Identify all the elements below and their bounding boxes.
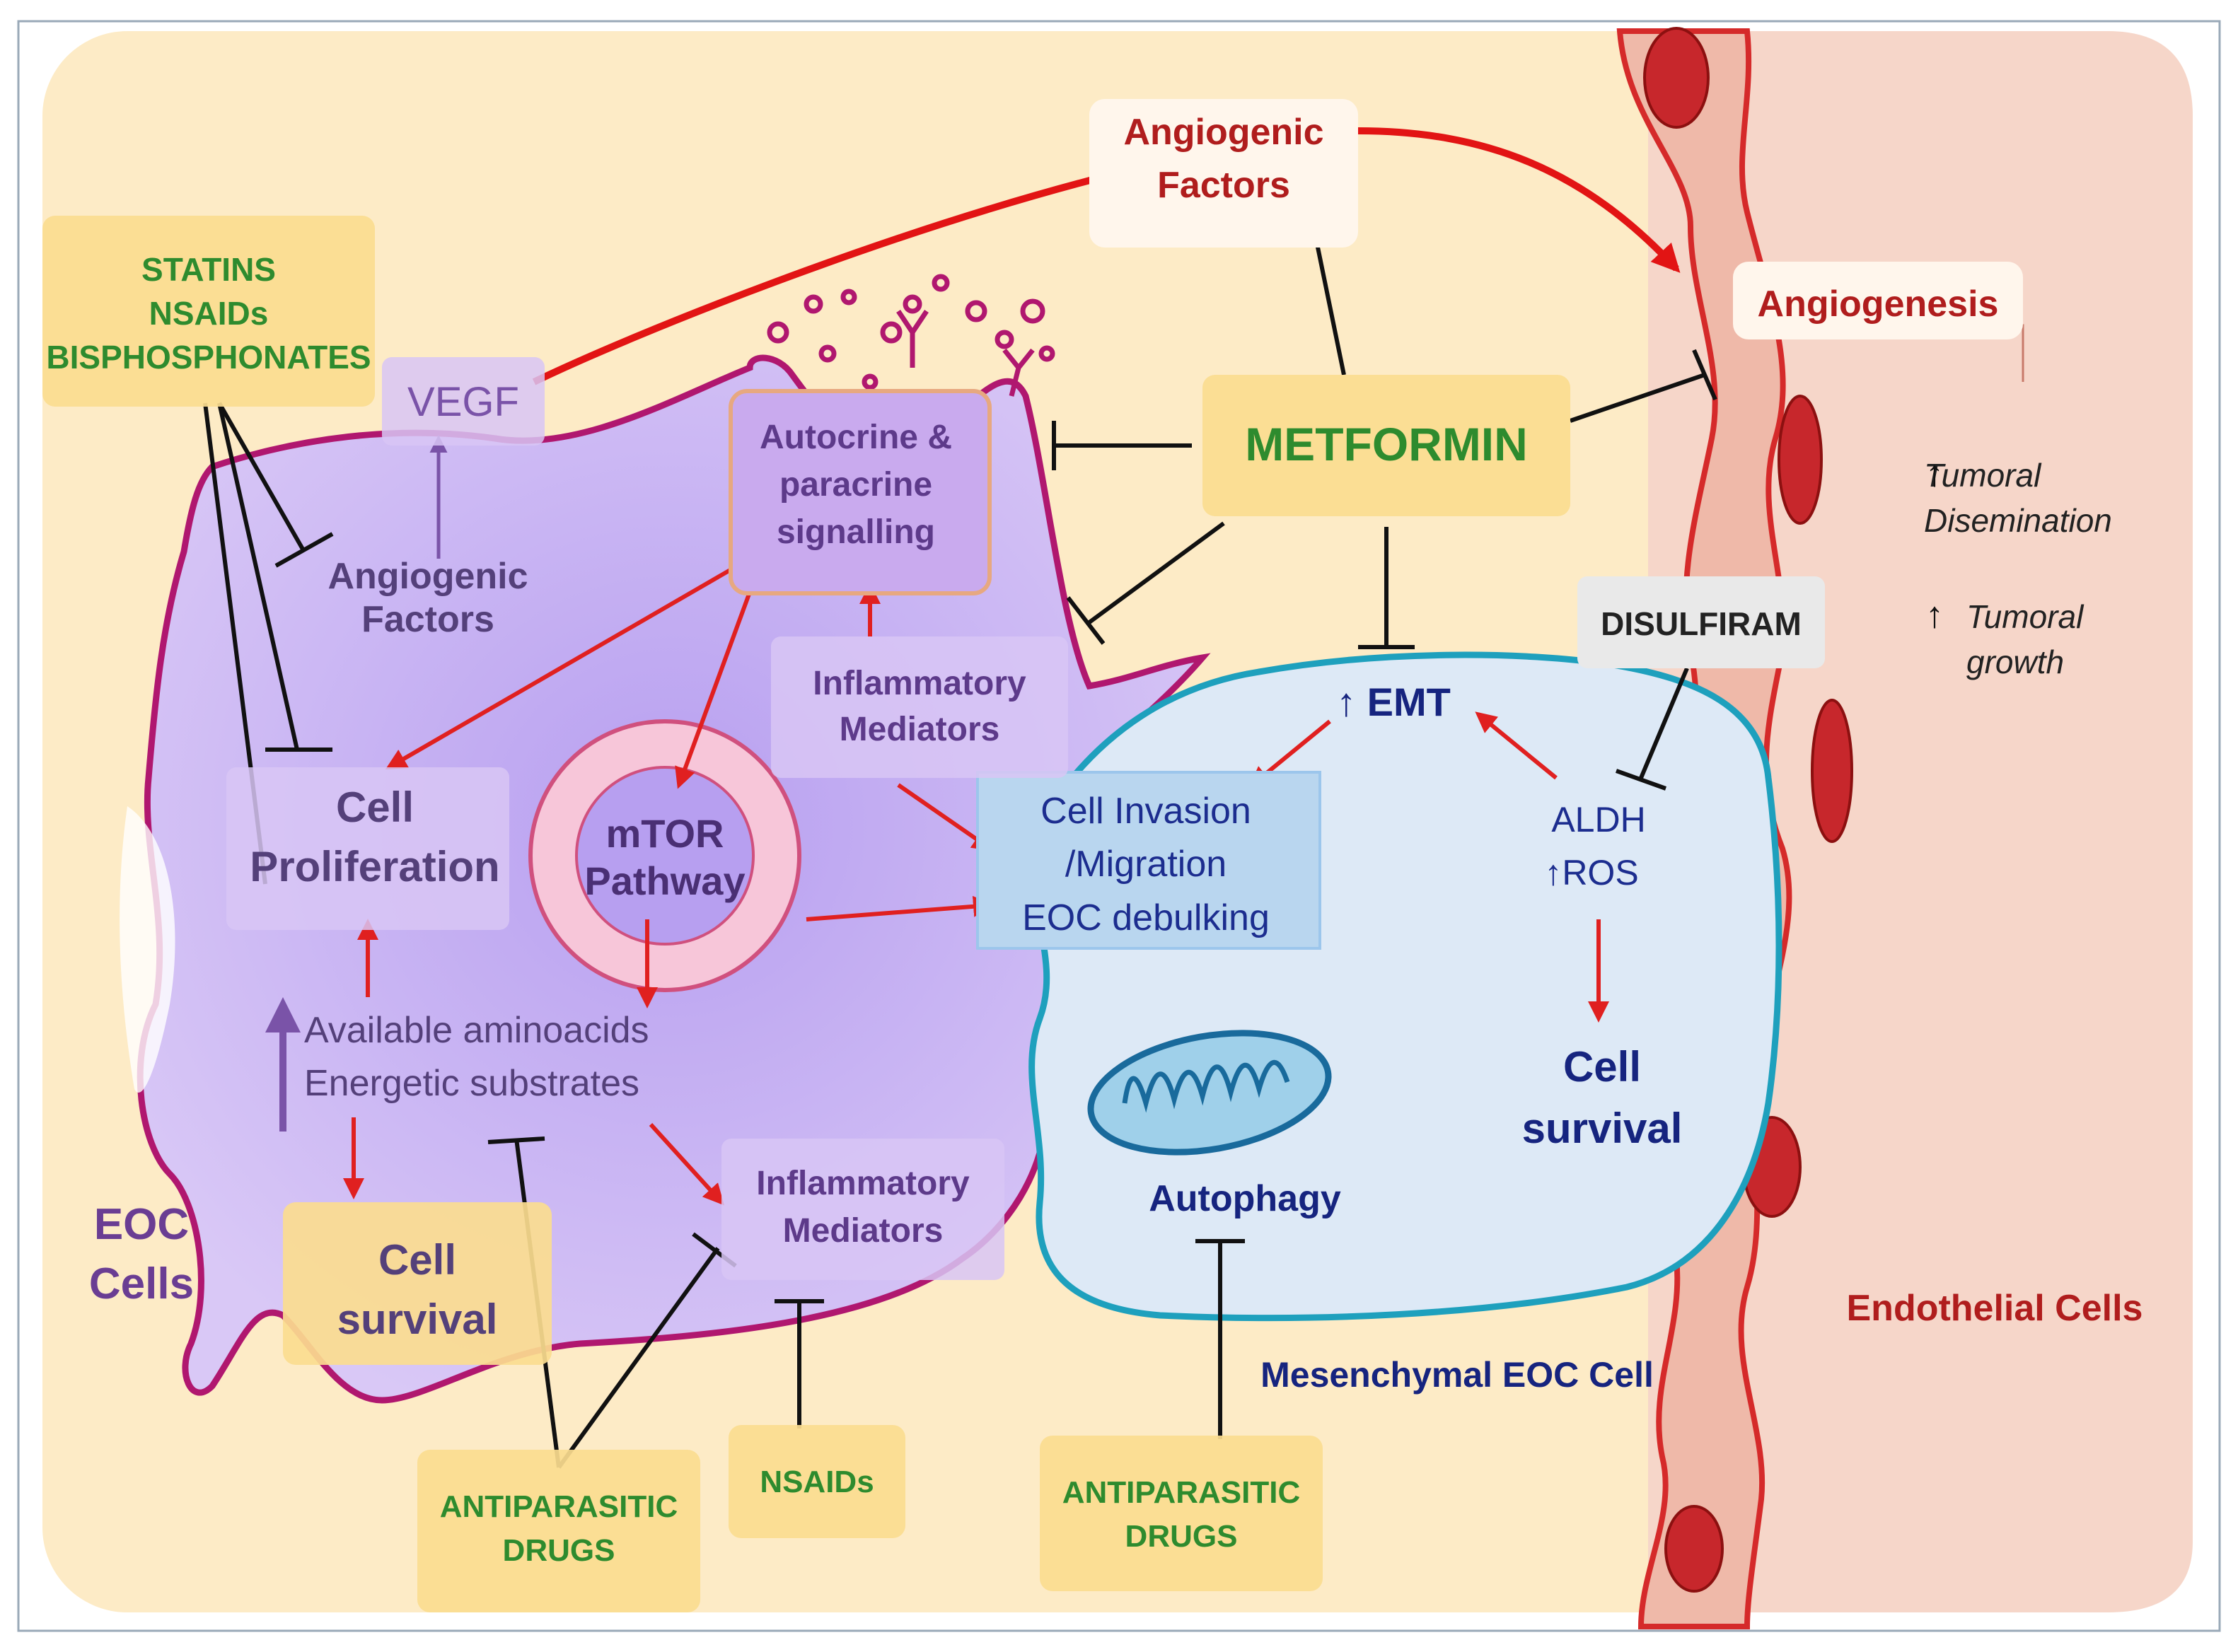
inflammatory-bottom-box (721, 1139, 1004, 1280)
arrow-vegf-to-angiogenic (532, 173, 1105, 385)
nsaids-box (729, 1425, 905, 1538)
vegf-box (382, 357, 545, 446)
cell-survival-left-label: Cell survival (337, 1236, 498, 1343)
metformin-box (1202, 375, 1570, 516)
membrane-smudge (120, 806, 175, 1093)
angiogenic-factors-label: Angiogenic Factors (327, 556, 528, 641)
up-arrow-growth-icon: ↑ (1925, 595, 1944, 636)
antiparasitic-left-box (417, 1450, 700, 1612)
arrow-mtor-to-invasion (806, 895, 995, 921)
angiogenic-factors-top-box (1089, 99, 1358, 248)
arrow-aldh-to-emt (1475, 711, 1558, 780)
angiogenesis-box (1733, 262, 2023, 339)
disulfiram-label: DISULFIRAM (1601, 605, 1802, 642)
vegf-label: VEGF (407, 379, 519, 425)
inflammatory-top-label: Inflammatory Mediators (813, 665, 1026, 748)
red-blood-cells (1643, 27, 1853, 1593)
arrow-angiogenic-to-vessel (1357, 127, 1681, 273)
endothelial-cells-label: Endothelial Cells (1846, 1288, 2143, 1329)
autocrine-box (729, 389, 992, 595)
tumoral-growth-label: Tumoral growth (1966, 598, 2084, 681)
mitochondrion (1087, 1030, 1332, 1156)
cell-proliferation-label: Cell Proliferation (250, 784, 500, 890)
receptors (896, 310, 1035, 397)
mtor-ring (528, 719, 801, 992)
up-arrow-icon: ↑ (1544, 853, 1562, 892)
up-arrow-dissemination-icon: ↑ (1925, 453, 1944, 494)
arrow-autocrine-to-proliferation (385, 557, 751, 770)
emt-label: ↑ EMT (1316, 679, 1471, 726)
tumoral-dissemination-label: Tumoral Disemination (1924, 457, 2112, 540)
disulfiram-box (1577, 576, 1825, 668)
invasion-label: Cell Invasion /Migration EOC debulking (1022, 791, 1270, 938)
metformin-label: METFORMIN (1245, 418, 1528, 470)
arrow-substrates-to-inflammatory (649, 1122, 725, 1206)
statins-box (42, 216, 375, 407)
angiogenic-factors-top-label: Angiogenic Factors (1123, 112, 1324, 206)
autocrine-label: Autocrine & paracrine signalling (759, 419, 952, 552)
antiparasitic-right-label: ANTIPARASITIC DRUGS (1062, 1475, 1301, 1554)
antiparasitic-right-box (1040, 1436, 1323, 1591)
inflammatory-top-box (771, 636, 1068, 778)
secretion-vesicles (767, 274, 1055, 390)
up-arrow-icon: ↑ (1336, 680, 1357, 724)
cell-survival-right-label: Cell survival (1521, 1043, 1683, 1152)
autophagy-label: Autophagy (1149, 1178, 1341, 1219)
activation-arrows (343, 557, 1609, 1206)
invasion-box (976, 771, 1321, 950)
mtor-label: mTOR Pathway (584, 811, 746, 904)
ros-label: ↑ROS (1544, 853, 1639, 892)
antiparasitic-left-label: ANTIPARASITIC DRUGS (439, 1489, 678, 1568)
mesenchymal-label: Mesenchymal EOC Cell (1260, 1355, 1654, 1395)
substrates-label: Available aminoacids Energetic substrate… (304, 1010, 649, 1105)
proliferation-box (226, 767, 509, 930)
cell-survival-left-box (283, 1202, 552, 1365)
arrow-inflammatory-to-invasion (897, 783, 994, 851)
nsaids-label: NSAIDs (760, 1465, 874, 1499)
aldh-label: ALDH (1551, 800, 1646, 839)
statins-label: STATINS NSAIDs BISPHOSPHONATES (46, 251, 371, 376)
frame-border (17, 20, 2221, 1632)
eoc-cells-label: EOC Cells (88, 1200, 195, 1308)
arrow-autocrine-to-mtor (675, 571, 759, 789)
inflammatory-bottom-label: Inflammatory Mediators (756, 1165, 970, 1250)
angiogenesis-label: Angiogenesis (1757, 284, 1999, 325)
